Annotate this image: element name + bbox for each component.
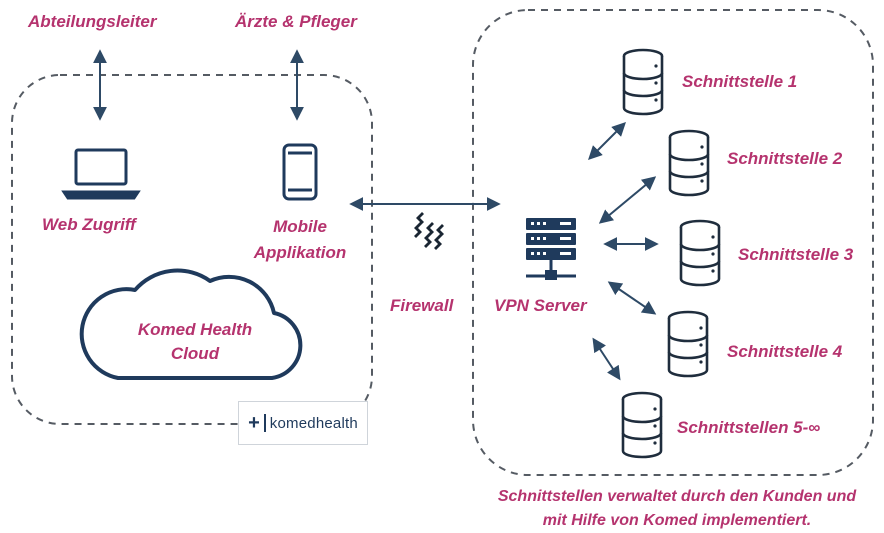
logo-word: komedhealth xyxy=(269,414,358,432)
cloud-zone-border xyxy=(11,74,373,425)
arrow-s1 xyxy=(588,122,626,160)
laptop-icon xyxy=(61,148,141,200)
logo-plus: + xyxy=(248,412,260,434)
footer-line1: Schnittstellen verwaltet durch den Kunde… xyxy=(497,488,857,505)
firewall-icon xyxy=(414,212,444,250)
label-mobile-applikation: Mobile Applikation xyxy=(248,214,352,266)
label-schnittstellen-5: Schnittstellen 5-∞ xyxy=(677,418,821,437)
label-cloud-line2: Cloud xyxy=(170,344,220,363)
database-icon-4 xyxy=(667,310,709,378)
arrow-s4 xyxy=(607,281,657,315)
logo-bar xyxy=(263,414,266,432)
server-icon xyxy=(526,218,576,280)
label-mobile-line1: Mobile xyxy=(273,217,327,236)
customer-zone-border xyxy=(472,9,874,476)
database-icon-2 xyxy=(668,129,710,197)
label-firewall: Firewall xyxy=(390,296,454,315)
arrow-s5 xyxy=(592,337,621,381)
footer-note: Schnittstellen verwaltet durch den Kunde… xyxy=(470,485,884,533)
cloud-icon xyxy=(79,268,303,380)
database-icon-3 xyxy=(679,219,721,287)
interface-arrows xyxy=(588,122,659,381)
komedhealth-logo: + komedhealth xyxy=(238,401,368,445)
label-cloud-line1: Komed Health xyxy=(137,320,253,339)
label-mobile-line2: Applikation xyxy=(253,243,347,262)
database-icon-5 xyxy=(621,391,663,459)
label-schnittstelle-3: Schnittstelle 3 xyxy=(738,245,854,264)
label-schnittstelle-1: Schnittstelle 1 xyxy=(682,72,798,91)
mobile-phone-icon xyxy=(282,143,318,201)
label-aerzte-pfleger: Ärzte & Pfleger xyxy=(235,12,357,31)
label-schnittstelle-4: Schnittstelle 4 xyxy=(727,342,843,361)
arrow-s2 xyxy=(598,176,657,224)
footer-line2: mit Hilfe von Komed implementiert. xyxy=(542,512,812,529)
database-icon-1 xyxy=(622,48,664,116)
label-web-zugriff: Web Zugriff xyxy=(42,215,136,234)
label-abteilungsleiter: Abteilungsleiter xyxy=(28,12,157,31)
label-schnittstelle-2: Schnittstelle 2 xyxy=(727,149,843,168)
label-komed-health-cloud: Komed Health Cloud xyxy=(120,318,270,366)
label-vpn-server: VPN Server xyxy=(494,296,587,315)
